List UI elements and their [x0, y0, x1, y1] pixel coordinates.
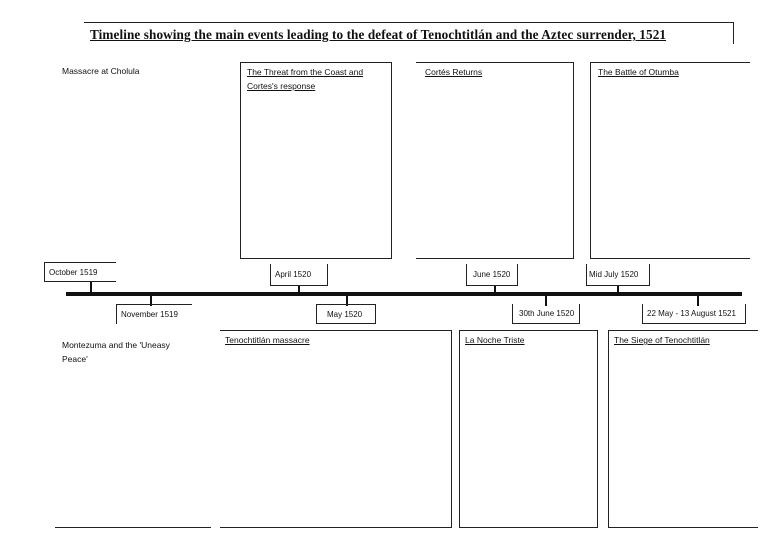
date-label-jun-1520: June 1520 — [473, 270, 511, 279]
event-box-siege — [608, 330, 758, 528]
event-label-coast-threat: The Threat from the Coast and Cortes's r… — [247, 67, 364, 91]
tick-siege-1521 — [697, 296, 699, 306]
event-label-otumba: The Battle of Otumba — [598, 67, 679, 77]
tick-jun-1520 — [494, 286, 496, 294]
event-label-cholula: Massacre at Cholula — [62, 66, 140, 76]
event-box-coast-threat — [240, 62, 392, 259]
event-label-tenochtitlan-massacre: Tenochtitlán massacre — [225, 335, 310, 345]
event-box-cortes-returns — [416, 62, 574, 259]
date-box-30-jun-1520: 30th June 1520 — [512, 304, 580, 324]
date-box-may-1520: May 1520 — [316, 304, 376, 324]
date-box-oct-1519: October 1519 — [44, 262, 116, 282]
date-box-nov-1519: November 1519 — [116, 304, 192, 324]
date-box-mid-jul-1520: Mid July 1520 — [586, 264, 650, 286]
date-box-siege-1521: 22 May - 13 August 1521 — [642, 304, 746, 324]
tick-may-1520 — [346, 296, 348, 306]
box-bottom-uneasy-peace — [55, 527, 211, 528]
tick-apr-1520 — [298, 286, 300, 294]
date-label-nov-1519: November 1519 — [121, 310, 178, 319]
tick-mid-jul-1520 — [617, 286, 619, 294]
date-label-may-1520: May 1520 — [327, 309, 363, 319]
date-box-apr-1520: April 1520 — [270, 264, 328, 286]
date-label-mid-jul-1520: Mid July 1520 — [589, 270, 639, 279]
event-box-tenochtitlan-massacre — [220, 330, 452, 528]
event-label-noche-triste: La Noche Triste — [465, 335, 525, 345]
event-label-siege: The Siege of Tenochtitlán — [614, 335, 710, 345]
event-label-uneasy-peace: Montezuma and the 'Uneasy Peace' — [62, 340, 170, 364]
date-label-siege-1521: 22 May - 13 August 1521 — [647, 309, 736, 318]
title-frame — [84, 22, 734, 44]
date-label-30-jun-1520: 30th June 1520 — [519, 309, 575, 318]
date-box-jun-1520: June 1520 — [466, 264, 518, 286]
tick-nov-1519 — [150, 296, 152, 306]
event-label-cortes-returns: Cortés Returns — [425, 67, 483, 77]
event-box-otumba — [590, 62, 750, 259]
page-title: Timeline showing the main events leading… — [90, 27, 667, 42]
tick-30-jun-1520 — [545, 296, 547, 306]
date-label-oct-1519: October 1519 — [49, 267, 98, 277]
date-label-apr-1520: April 1520 — [275, 270, 312, 279]
timeline-axis — [66, 292, 742, 296]
event-box-noche-triste — [459, 330, 598, 528]
tick-oct-1519 — [90, 282, 92, 294]
